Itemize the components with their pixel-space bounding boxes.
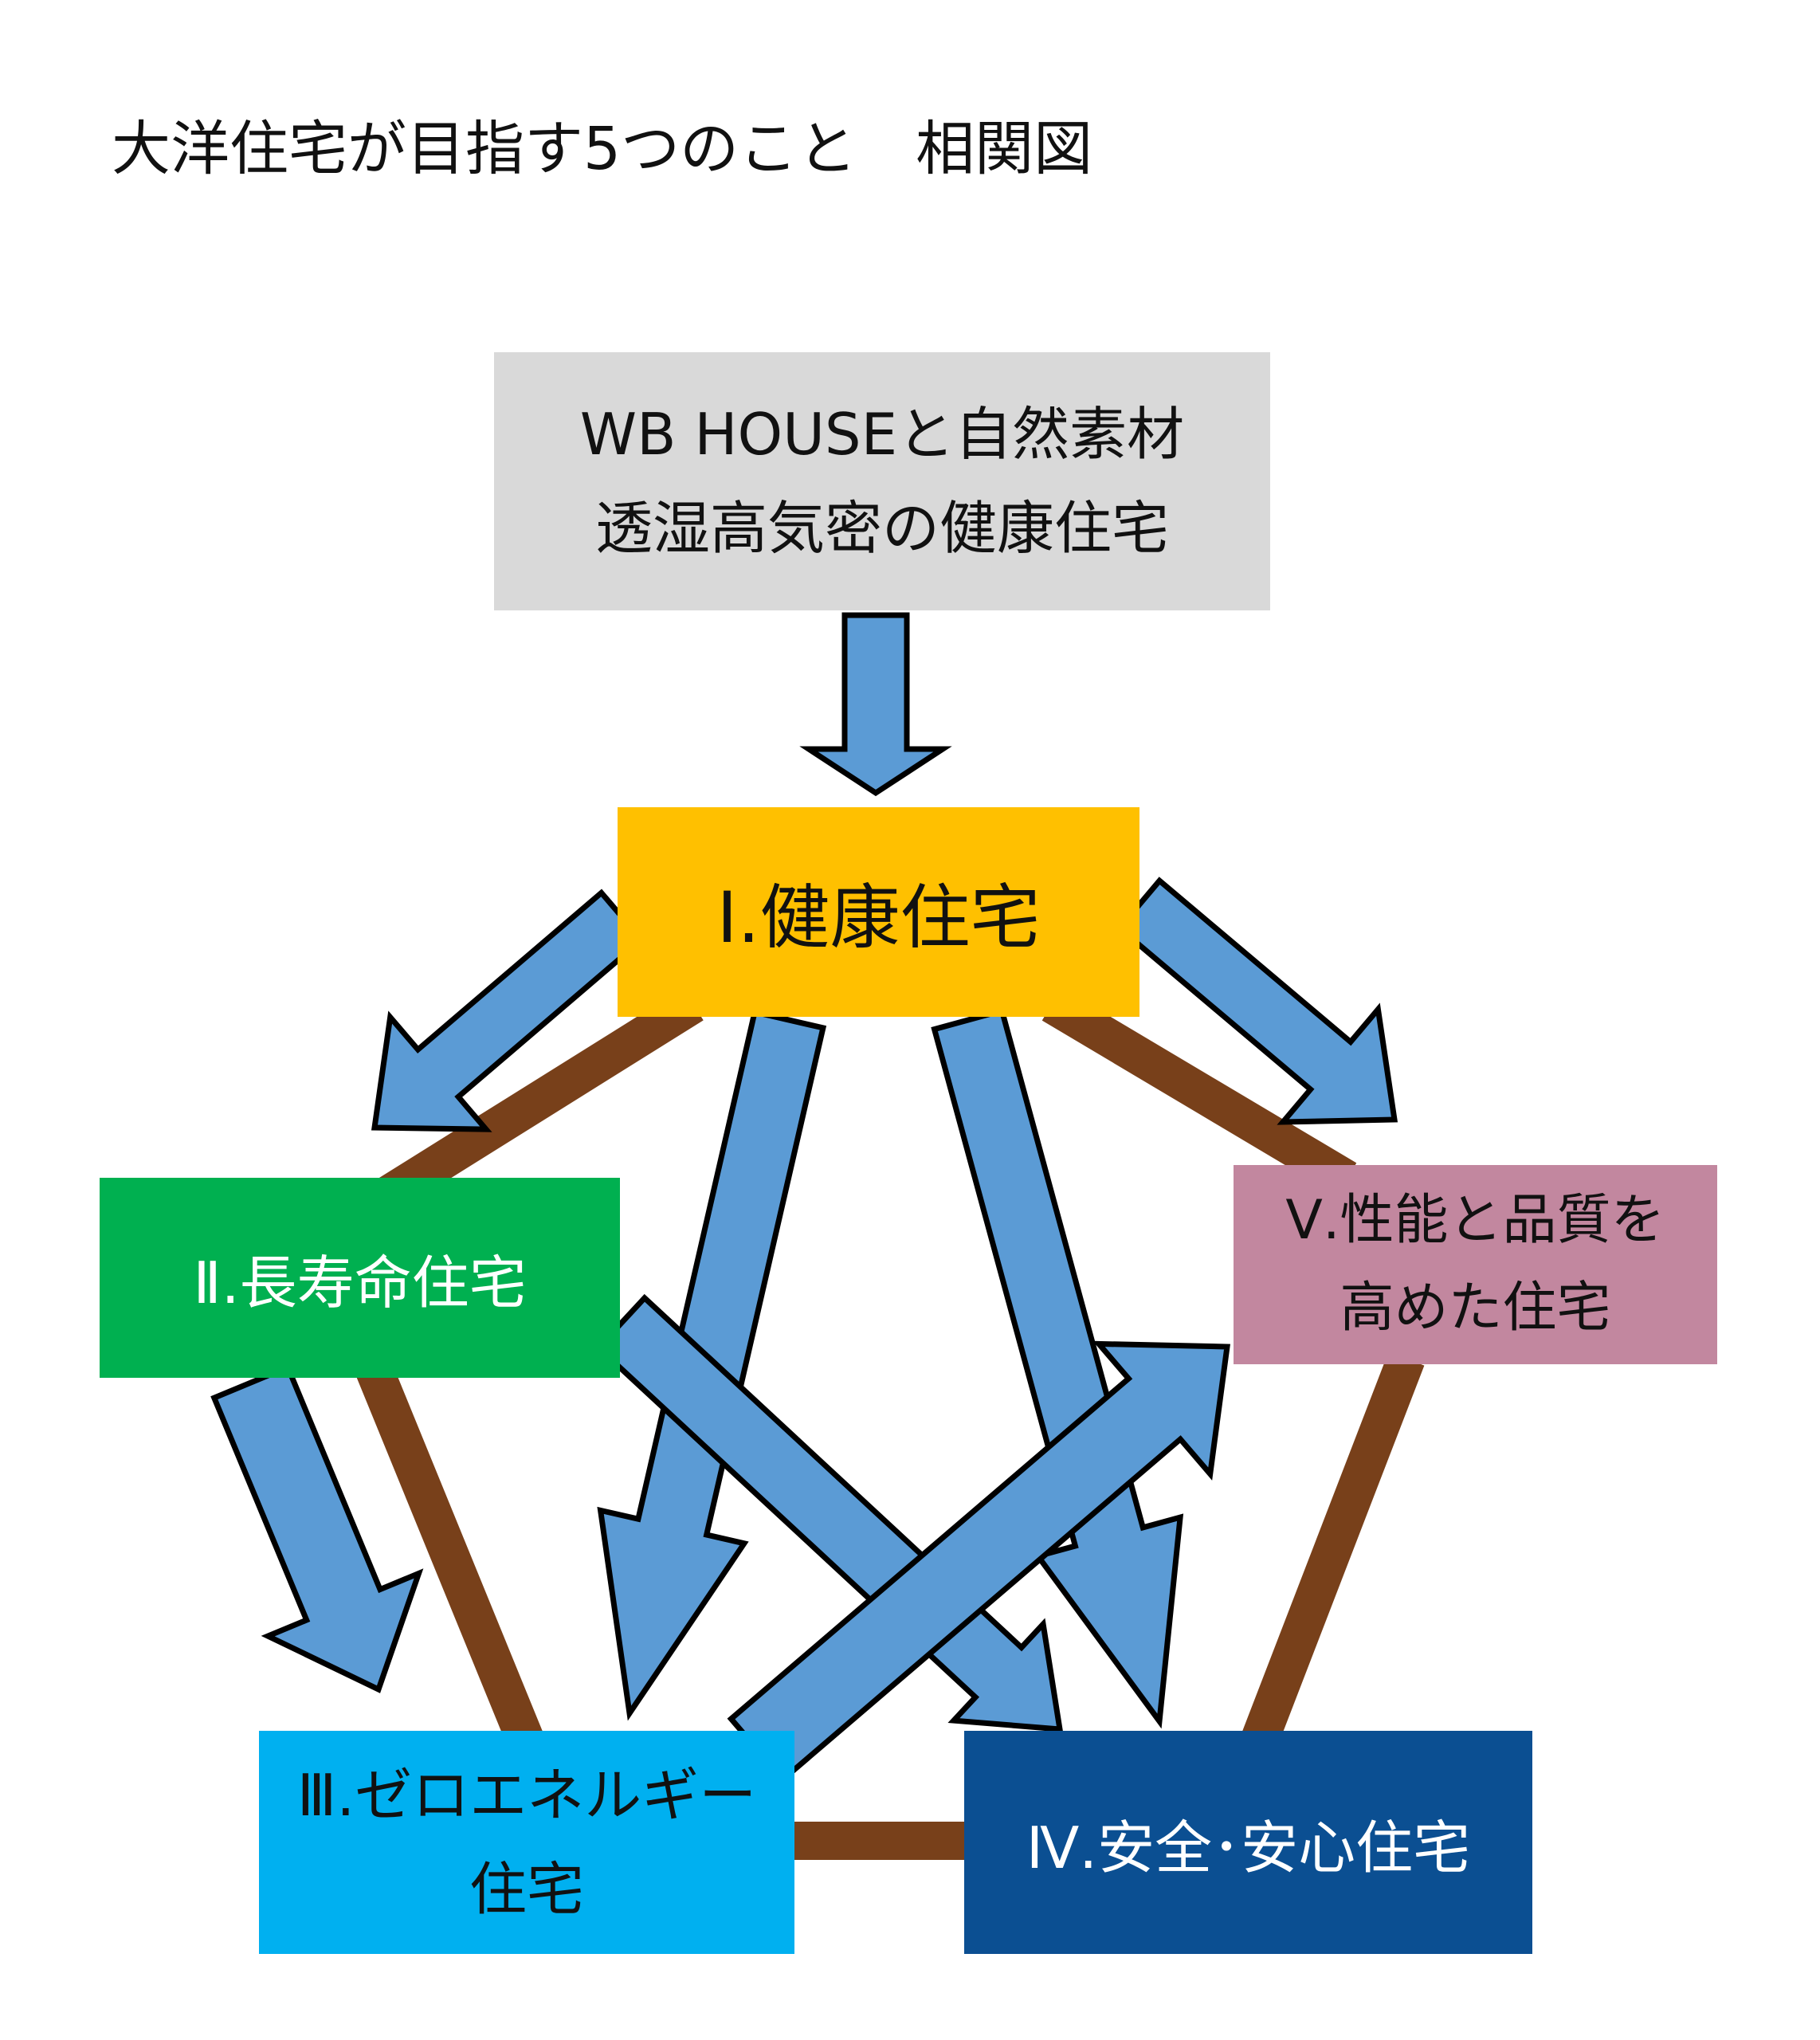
node-health-house-label: Ⅰ.健康住宅: [716, 877, 1041, 959]
connector-n5-n4: [1241, 1352, 1425, 1748]
source-box-wb-house: WB HOUSEと自然素材 透湿高気密の健康住宅: [494, 352, 1270, 610]
arrow-n1-to-n4: [931, 1007, 1184, 1729]
node-zero-energy-house: Ⅲ.ゼロエネルギー 住宅: [259, 1731, 794, 1954]
node-long-life-house: Ⅱ.長寿命住宅: [100, 1178, 620, 1378]
node-health-house: Ⅰ.健康住宅: [618, 807, 1139, 1017]
node-performance-quality-house-line-2: 高めた住宅: [1340, 1277, 1611, 1340]
node-safe-secure-house: Ⅳ.安全･安心住宅: [964, 1731, 1532, 1954]
node-performance-quality-house-line-1: Ⅴ.性能と品質を: [1285, 1189, 1665, 1252]
arrow-top-to-n1: [799, 612, 952, 797]
relationship-arrows: [210, 612, 1398, 1783]
node-zero-energy-house-line-2: 住宅: [469, 1856, 584, 1923]
node-safe-secure-house-label: Ⅳ.安全･安心住宅: [1026, 1814, 1471, 1881]
arrow-n3-to-n5: [727, 1340, 1230, 1783]
source-box-line-1: WB HOUSEと自然素材: [579, 401, 1185, 468]
source-box-line-2: 透湿高気密の健康住宅: [594, 495, 1169, 562]
arrow-n1-to-n5: [1115, 877, 1398, 1125]
connector-n1-n2: [364, 987, 704, 1220]
page-title: 大洋住宅が目指す5つのこと 相関図: [112, 115, 1093, 183]
arrow-n2-to-n3: [210, 1363, 424, 1693]
connector-n1-n5: [1041, 987, 1357, 1196]
pentagon-connectors: [356, 987, 1425, 1860]
node-long-life-house-label: Ⅱ.長寿命住宅: [193, 1250, 527, 1316]
arrow-n1-to-n2: [371, 889, 646, 1132]
node-performance-quality-house: Ⅴ.性能と品質を 高めた住宅: [1234, 1165, 1717, 1364]
connector-n2-n3: [356, 1363, 544, 1749]
node-zero-energy-house-line-1: Ⅲ.ゼロエネルギー: [296, 1762, 757, 1829]
